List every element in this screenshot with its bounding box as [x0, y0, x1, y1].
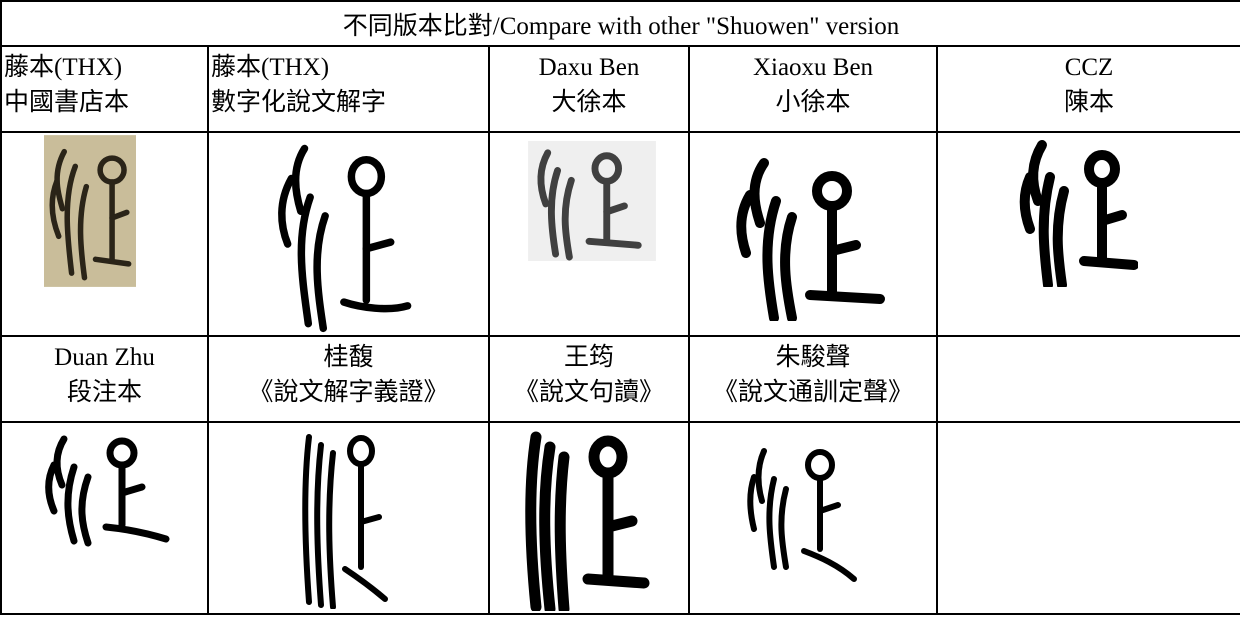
- seal-glyph-image: [520, 427, 650, 611]
- label-zh: 大徐本: [551, 87, 627, 116]
- glyph-cell-guifu: [207, 421, 490, 615]
- label-guifu: 桂馥 《說文解字義證》: [207, 335, 490, 423]
- label-zh: 《說文解字義證》: [248, 377, 449, 406]
- seal-glyph-image: [742, 439, 862, 585]
- label-zh: 數字化說文解字: [211, 87, 387, 116]
- label-zh: 《說文通訓定聲》: [712, 377, 913, 406]
- label-xiaoxu: Xiaoxu Ben 小徐本: [688, 45, 938, 133]
- glyph-cell-duanzhu: [0, 421, 209, 615]
- seal-glyph-image: [1018, 137, 1138, 287]
- label-zhujunsheng: 朱駿聲 《說文通訓定聲》: [688, 335, 938, 423]
- label-zh: 段注本: [66, 377, 142, 406]
- label-teng-zhongguo: 藤本(THX) 中國書店本: [0, 45, 209, 133]
- table-title: 不同版本比對/Compare with other "Shuowen" vers…: [0, 0, 1240, 47]
- glyph-cell-ccz: [935, 131, 1240, 337]
- label-zh: 小徐本: [775, 87, 851, 116]
- label-en: 桂馥: [323, 344, 374, 371]
- seal-glyph-image: [295, 427, 395, 609]
- glyph-cell-daxu: [488, 131, 690, 337]
- label-zh: 陳本: [1064, 87, 1115, 116]
- label-en: Duan Zhu: [54, 344, 155, 371]
- glyph-cell-teng-digital: [207, 131, 490, 337]
- seal-glyph-image: [528, 141, 656, 261]
- seal-glyph-image: [42, 429, 172, 547]
- label-en: CCZ: [1064, 54, 1114, 81]
- label-zh: 中國書店本: [4, 87, 130, 116]
- label-en: 藤本(THX): [211, 54, 330, 81]
- label-en: 朱駿聲: [775, 344, 851, 371]
- version-comparison-table: 不同版本比對/Compare with other "Shuowen" vers…: [0, 0, 1240, 615]
- label-en: 王筠: [563, 344, 614, 371]
- glyph-cell-teng-zhongguo: [0, 131, 209, 337]
- label-ccz: CCZ 陳本: [935, 45, 1240, 133]
- seal-glyph-image: [267, 141, 417, 333]
- label-zh: 《說文句讀》: [513, 377, 664, 406]
- label-en: Daxu Ben: [538, 54, 640, 81]
- label-wangyun: 王筠 《說文句讀》: [488, 335, 690, 423]
- glyph-cell-zhujunsheng: [688, 421, 938, 615]
- empty-cell: [935, 335, 1240, 423]
- label-teng-digital: 藤本(THX) 數字化說文解字: [207, 45, 490, 133]
- label-duanzhu: Duan Zhu 段注本: [0, 335, 209, 423]
- glyph-cell-wangyun: [488, 421, 690, 615]
- seal-glyph-image: [730, 153, 890, 321]
- glyph-cell-xiaoxu: [688, 131, 938, 337]
- label-en: 藤本(THX): [4, 54, 123, 81]
- label-daxu: Daxu Ben 大徐本: [488, 45, 690, 133]
- label-en: Xiaoxu Ben: [752, 54, 874, 81]
- empty-cell: [935, 421, 1240, 615]
- seal-glyph-image: [44, 135, 136, 287]
